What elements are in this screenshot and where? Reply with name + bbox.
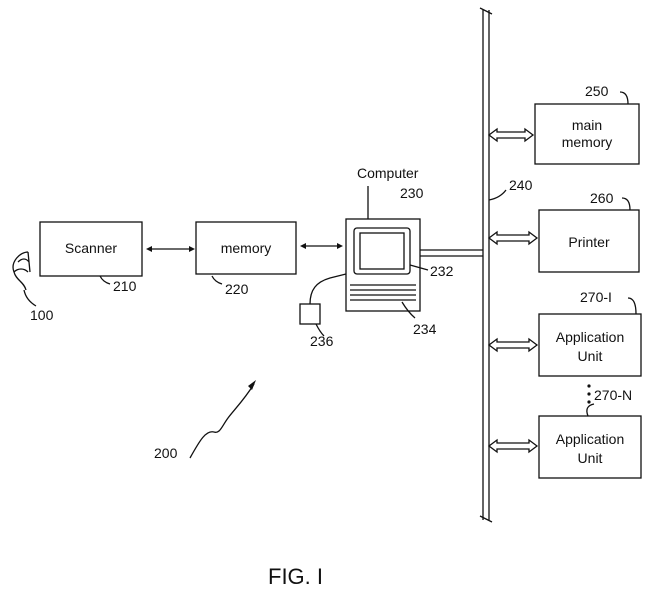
ref-220: 220 [225, 281, 249, 297]
ref-270-n: 270-N [594, 387, 632, 403]
scanner-block: Scanner [40, 222, 142, 276]
ref-240: 240 [509, 177, 533, 193]
ref-230: 230 [400, 185, 424, 201]
app-unit-1-label-1: Application [556, 329, 625, 345]
scanner-label: Scanner [65, 240, 117, 256]
system-pointer-200 [190, 380, 256, 458]
computer-label: Computer [357, 165, 419, 181]
document-icon [13, 252, 36, 306]
ref-100: 100 [30, 307, 54, 323]
ref-236: 236 [310, 333, 334, 349]
ref-232: 232 [430, 263, 454, 279]
ellipsis-dots [587, 384, 590, 403]
printer-label: Printer [568, 234, 610, 250]
ref-210: 210 [113, 278, 137, 294]
main-memory-block: main memory [535, 104, 639, 164]
app-unit-1-label-2: Unit [578, 348, 603, 364]
computer-block [346, 219, 420, 311]
arrow-scanner-memory [146, 246, 195, 252]
ref-250: 250 [585, 83, 609, 99]
arrow-bus-app-unit-n [489, 440, 537, 452]
figure-caption: FIG. I [268, 564, 323, 589]
app-unit-1-block: Application Unit [539, 314, 641, 376]
main-memory-label-1: main [572, 117, 602, 133]
app-unit-n-label-2: Unit [578, 450, 603, 466]
arrow-bus-app-unit-1 [489, 339, 537, 351]
ref-234: 234 [413, 321, 437, 337]
app-unit-n-label-1: Application [556, 431, 625, 447]
printer-block: Printer [539, 210, 639, 272]
ref-260: 260 [590, 190, 614, 206]
arrow-bus-printer [489, 232, 537, 244]
memory-block: memory [196, 222, 296, 274]
arrow-memory-computer [300, 243, 343, 249]
computer-bus-link [420, 250, 483, 256]
memory-label: memory [221, 240, 272, 256]
main-memory-label-2: memory [562, 134, 613, 150]
ref-200: 200 [154, 445, 178, 461]
arrow-bus-main-memory [489, 129, 533, 141]
ref-270-1: 270-I [580, 289, 612, 305]
input-device [300, 274, 346, 324]
app-unit-n-block: Application Unit [539, 416, 641, 478]
